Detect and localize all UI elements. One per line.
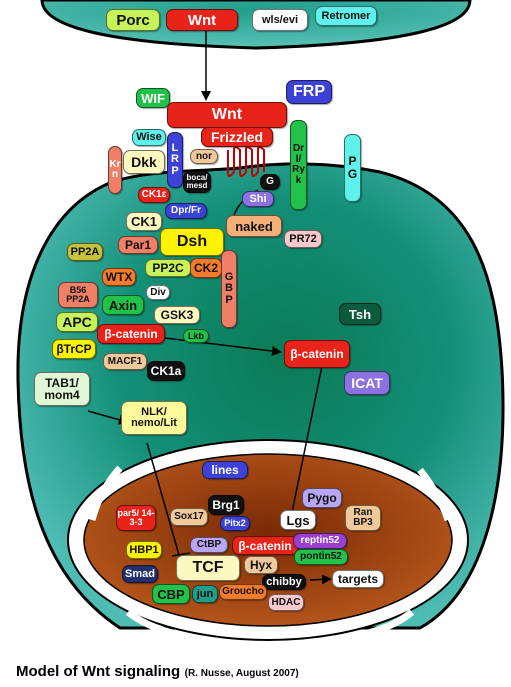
wise-label: Wise	[132, 129, 166, 146]
sox17-label: Sox17	[170, 508, 208, 526]
tab1-mom4-label: TAB1/ mom4	[34, 372, 90, 406]
nlk-nemo-lit-label: NLK/ nemo/Lit	[121, 401, 187, 435]
nuclear-pores	[88, 465, 452, 641]
brg1-label: Brg1	[208, 495, 244, 515]
caption-title: Model of Wnt signaling	[16, 663, 181, 680]
pp2a-label: PP2A	[67, 243, 103, 261]
hdac-label: HDAC	[268, 594, 304, 611]
targets-label: targets	[332, 570, 384, 588]
beta-catenin-cytoplasm-label: β-catenin	[97, 324, 165, 344]
ck1e-label: CK1ε	[138, 187, 170, 203]
caption-credit: (R. Nusse, August 2007)	[184, 668, 299, 679]
lgs-label: Lgs	[280, 510, 316, 530]
smad-label: Smad	[122, 565, 158, 583]
nor-label: nor	[190, 149, 218, 164]
cbp-label: CBP	[152, 584, 190, 604]
retromer-label: Retromer	[315, 6, 377, 26]
hbp1-label: HBP1	[126, 541, 162, 559]
par1-label: Par1	[118, 236, 158, 254]
lrp-label: LRP	[167, 132, 183, 188]
ranbp3-label: Ran BP3	[345, 505, 381, 531]
ctbp-label: CtBP	[190, 537, 228, 553]
pg-label: PG	[344, 134, 361, 202]
gbp-label: GBP	[221, 250, 237, 328]
lines-label: lines	[202, 461, 248, 479]
div-label: Div	[146, 285, 170, 300]
gsk3-label: GSK3	[154, 306, 200, 324]
dpr-fr-label: Dpr/Fr	[165, 203, 207, 219]
porc-label: Porc	[106, 9, 160, 31]
apc-label: APC	[56, 312, 98, 332]
krn-label: Krn	[108, 146, 122, 194]
frizzled-transmembrane	[227, 146, 265, 177]
naked-label: naked	[226, 215, 282, 237]
groucho-label: Groucho	[219, 584, 267, 600]
lkb-label: Lkb	[183, 329, 209, 343]
reptin52-label: reptin52	[293, 533, 347, 549]
par5-14-3-3-label: par5/ 14-3-3	[116, 505, 156, 531]
wnt-secreted-label: Wnt	[166, 9, 238, 31]
macf1-label: MACF1	[103, 353, 147, 370]
wnt-membrane-label: Wnt	[167, 102, 287, 128]
frizzled-label: Frizzled	[201, 127, 273, 147]
axin-label: Axin	[102, 295, 144, 315]
shi-label: Shi	[242, 191, 274, 207]
ck1a-label: CK1a	[147, 361, 185, 381]
btrcp-label: βTrCP	[52, 339, 96, 359]
b56-pp2a-label: B56 PP2A	[58, 282, 98, 308]
frp-label: FRP	[286, 80, 332, 104]
pr72-label: PR72	[284, 230, 322, 248]
boca-mesd-label: boca/ mesd	[183, 171, 211, 193]
pontin52-label: pontin52	[294, 549, 348, 565]
dkk-label: Dkk	[123, 150, 165, 174]
drl-ryk-label: Drl/ Ryk	[290, 120, 307, 210]
hyx-label: Hyx	[244, 556, 278, 574]
g-protein-label: G	[260, 174, 280, 190]
tsh-label: Tsh	[339, 303, 381, 325]
ck1-label: CK1	[126, 212, 162, 231]
wls-evi-label: wls/evi	[252, 9, 308, 31]
figure-caption: Model of Wnt signaling (R. Nusse, August…	[16, 663, 299, 681]
wif-label: WIF	[136, 88, 170, 108]
icat-label: ICAT	[344, 371, 390, 395]
jun-label: jun	[192, 585, 218, 603]
pp2c-label: PP2C	[145, 259, 191, 277]
pygo-label: Pygo	[302, 488, 342, 508]
beta-catenin-free-label: β-catenin	[284, 340, 350, 368]
ck2-label: CK2	[190, 258, 222, 278]
dsh-label: Dsh	[160, 228, 224, 256]
pitx2-label: Pitx2	[220, 516, 250, 531]
beta-catenin-nuclear-label: β-catenin	[232, 536, 298, 555]
wtx-label: WTX	[102, 268, 136, 286]
chibby-label: chibby	[262, 574, 306, 590]
tcf-label: TCF	[176, 555, 240, 581]
